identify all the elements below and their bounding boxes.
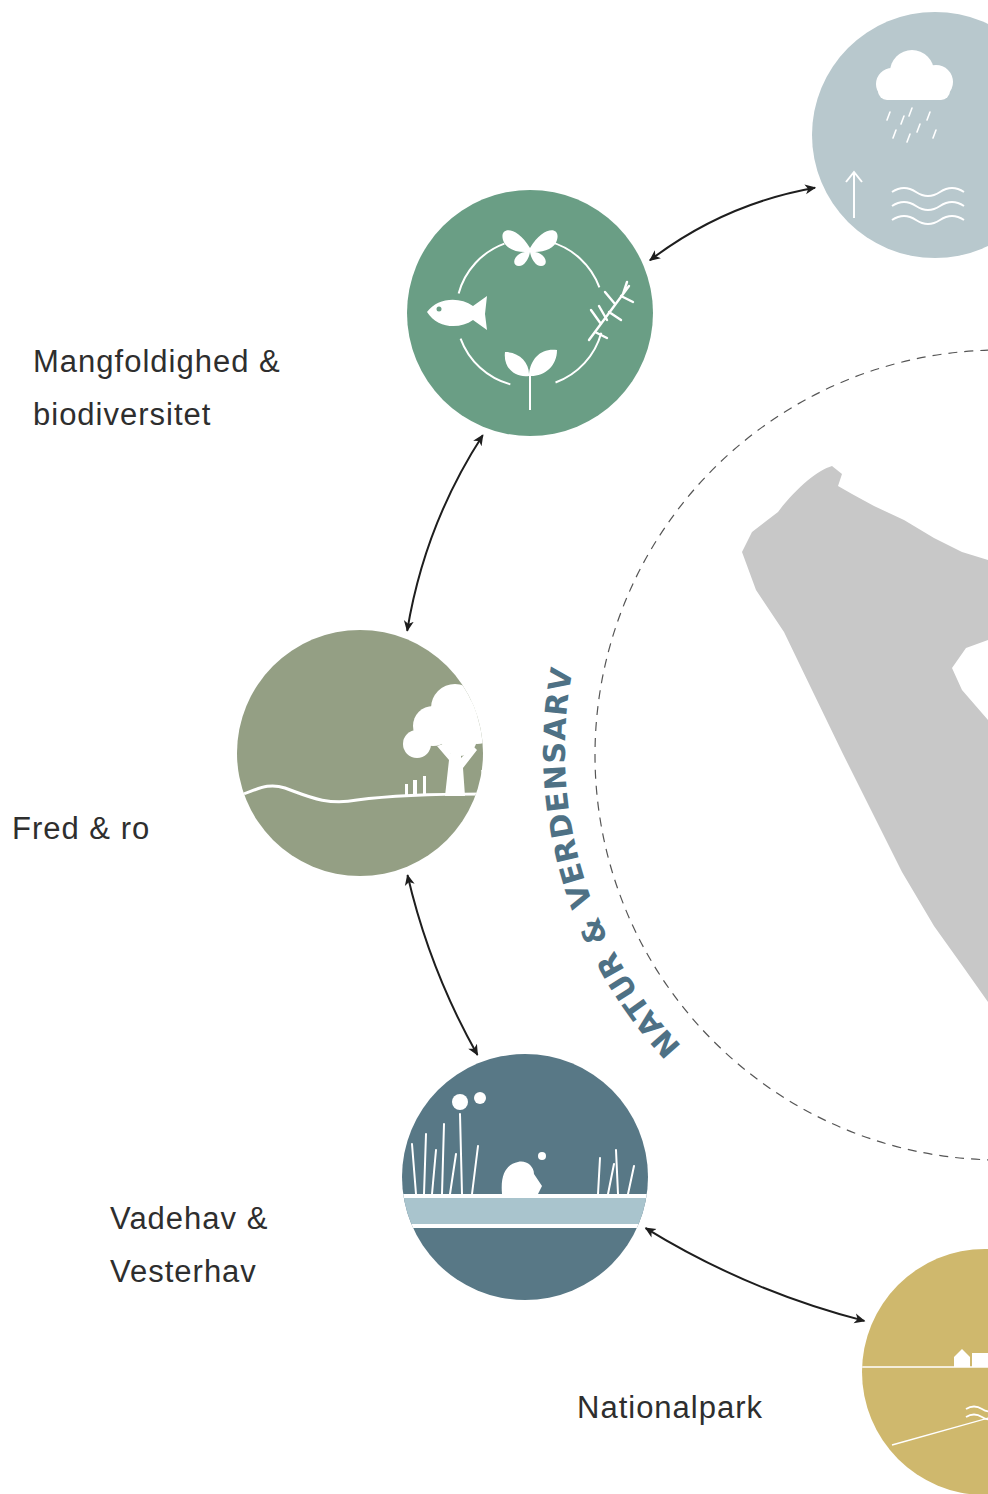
double-arrow — [407, 435, 483, 631]
theme-label: Mangfoldighed & biodiversitet — [33, 335, 343, 441]
theme-label: Vadehav & Vesterhav — [110, 1192, 330, 1298]
double-arrow — [408, 875, 478, 1055]
double-arrow — [646, 1228, 865, 1321]
circle-icon — [407, 190, 653, 436]
double-arrow — [650, 188, 815, 261]
theme-circle — [812, 12, 988, 258]
theme-label: Nationalpark — [577, 1381, 837, 1434]
theme-circle: Fred & ro — [237, 630, 483, 876]
circle-icon — [862, 1249, 988, 1494]
circle-icon — [402, 1054, 648, 1300]
theme-circle: Nationalpark — [862, 1249, 988, 1494]
circle-icon — [237, 630, 483, 876]
jutland-map — [742, 466, 988, 1002]
theme-circle: Mangfoldighed & biodiversitet — [407, 190, 653, 436]
arc-title: NATUR & VERDENSARV — [537, 664, 687, 1065]
circle-icon — [812, 12, 988, 258]
dashed-ring — [595, 350, 988, 1160]
theme-label: Fred & ro — [12, 802, 212, 855]
theme-circle: Vadehav & Vesterhav — [402, 1054, 648, 1300]
